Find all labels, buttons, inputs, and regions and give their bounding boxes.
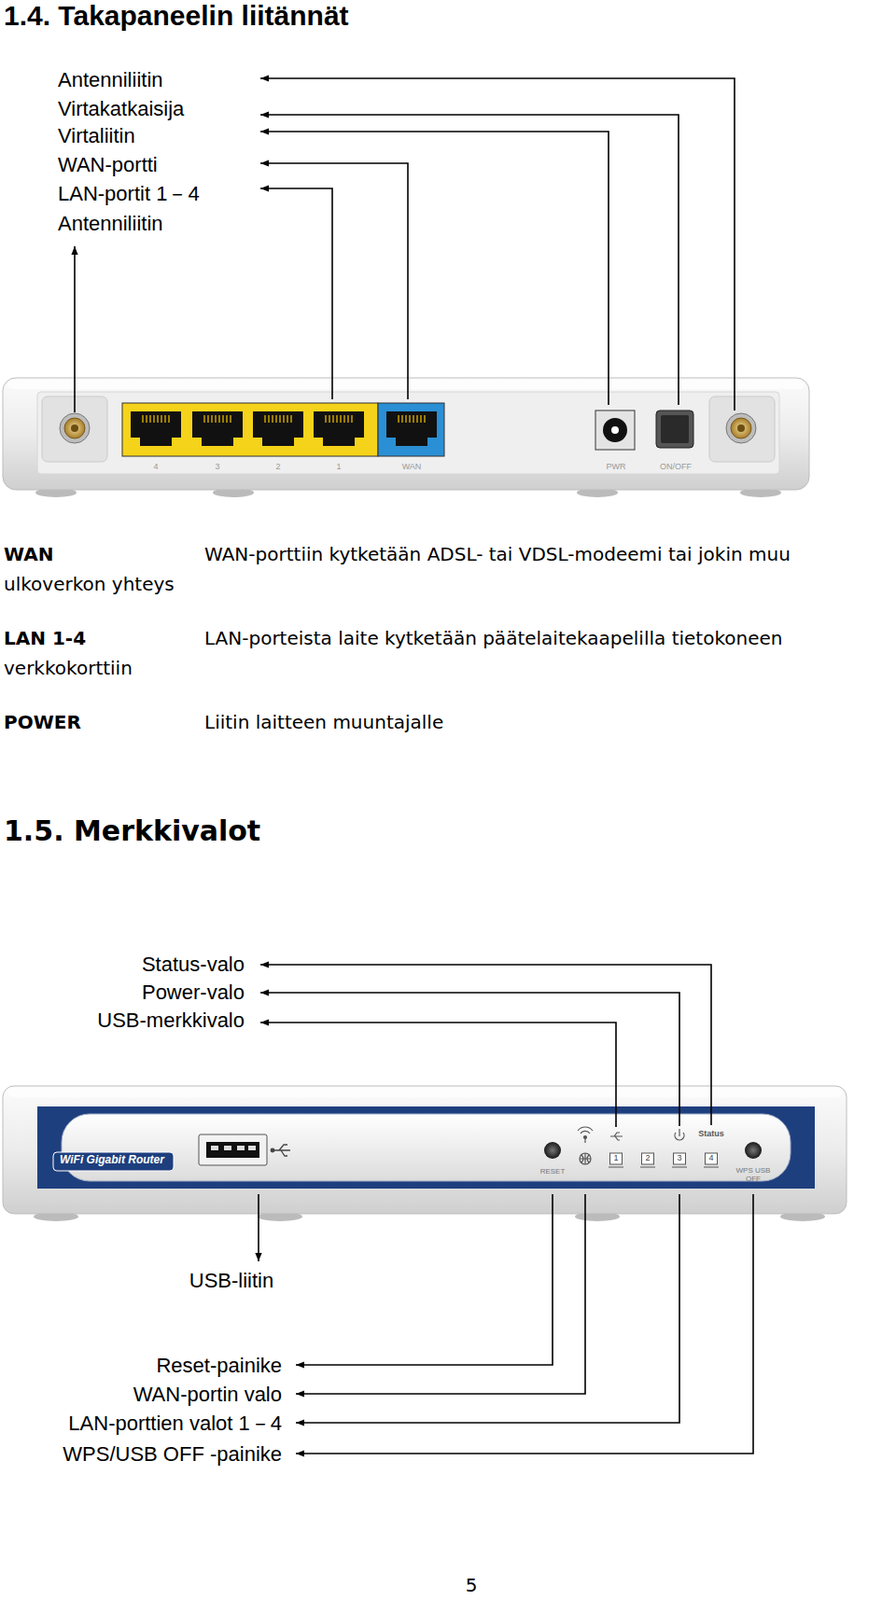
rj45-port [313,411,364,447]
callout-label: WAN-portti [57,153,158,177]
port-label: WAN [402,462,422,472]
rj45-port [192,411,243,447]
section-heading: 1.5. Merkkivalot [3,815,261,849]
callout-label: USB-liitin [189,1269,274,1293]
rj45-port [386,411,437,447]
port-label: 3 [214,462,220,472]
page-number: 5 [465,1575,478,1597]
button-label: RESET [540,1167,566,1176]
rj45-port [130,411,182,447]
callout-label: WPS/USB OFF -painike [62,1442,282,1467]
product-logo: WiFi Gigabit Router [59,1154,165,1168]
callout-label: Status-valo [141,952,245,977]
callout-label: Virtaliitin [57,124,136,148]
led-label: Status [698,1129,725,1139]
port-label: ON/OFF [659,462,692,472]
callout-label: LAN-porttien valot 1－4 [68,1412,282,1436]
led-number: 3 [676,1153,682,1163]
term: POWER [3,707,82,738]
callout-label: Reset-painike [155,1354,282,1378]
callout-label: USB-merkkivalo [97,1008,245,1033]
router-front [2,1086,847,1222]
leader-lines [74,78,754,1455]
callout-label: WAN-portin valo [133,1383,282,1407]
definition: LAN-porteista laite kytketään päätelaite… [3,623,893,684]
term: LAN 1-4 [3,623,86,654]
callout-label: Antenniliitin [57,68,164,92]
button-label: WPS USB OFF [732,1167,774,1185]
callout-label: LAN-portit 1－4 [57,182,200,206]
rj45-port [252,411,304,447]
port-label: PWR [606,462,627,472]
term: WAN [3,539,54,570]
led-number: 1 [613,1153,618,1163]
router-back [2,378,810,498]
port-label: 2 [275,462,280,472]
port-label: 1 [336,462,341,472]
section-heading: 1.4. Takapaneelin liitännät [3,0,350,33]
port-label: 4 [153,462,158,472]
callout-label: Antenniliitin [57,211,164,236]
led-number: 2 [644,1153,650,1163]
definition: WAN-porttiin kytketään ADSL- tai VDSL-mo… [3,539,893,600]
led-number: 4 [708,1153,714,1163]
callout-label: Virtakatkaisija [57,97,184,121]
definition: Liitin laitteen muuntajalle [3,707,893,738]
callout-label: Power-valo [141,980,245,1005]
